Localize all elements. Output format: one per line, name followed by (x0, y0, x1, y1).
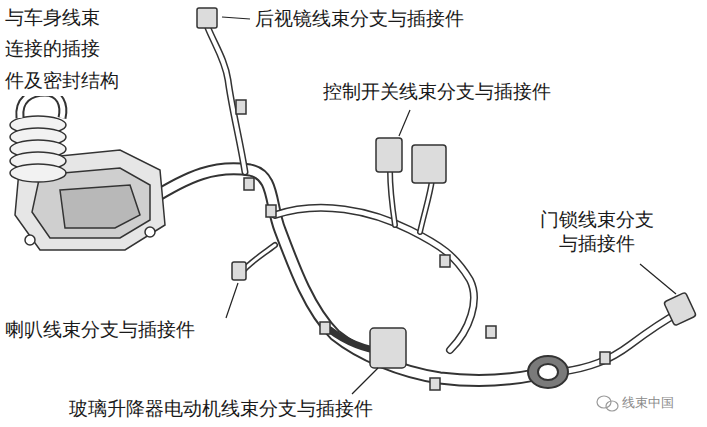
part-label: 后视镜线束分支与插接件 (254, 7, 465, 31)
part-label: 玻璃升降器电动机线束分支与插接件 (68, 397, 374, 421)
part-label: 喇叭线束分支与插接件 (4, 318, 196, 342)
watermark: 线束中国 (621, 395, 675, 411)
part-label: 与车身线束 连接的插接 件及密封结构 (4, 2, 131, 96)
part-label: 控制开关线束分支与插接件 (322, 80, 552, 104)
part-label: 门锁线束分支 与插接件 (526, 208, 668, 256)
